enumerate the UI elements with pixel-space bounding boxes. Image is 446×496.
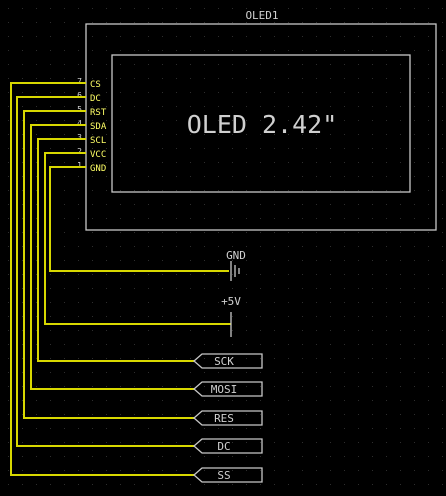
pin-number: 7 [77,77,82,86]
component-outline[interactable] [85,23,437,231]
wire-vcc-5v[interactable] [44,152,231,325]
pin-number: 3 [77,133,82,142]
pin-number: 5 [77,105,82,114]
wire-sda-mosi[interactable] [30,124,194,390]
grid-dots [8,8,443,485]
pin-name-vcc: VCC [90,150,106,160]
net-label-res[interactable]: RES [193,410,263,426]
pin-name-cs: CS [90,80,101,90]
pin-name-sda: SDA [90,122,107,132]
pin-name-dc: DC [90,94,101,104]
wire-gnd-gnd[interactable] [49,166,229,272]
component-refdes: OLED1 [245,9,278,22]
ground-symbol-icon[interactable] [230,261,240,281]
wire-dc-dc[interactable] [16,96,194,447]
net-label-ss[interactable]: SS [193,467,263,483]
wire-scl-sck[interactable] [37,138,194,362]
net-label-text: DC [217,440,230,453]
pin-name-gnd: GND [90,164,106,174]
pin-number: 6 [77,91,82,100]
wire-cs-ss[interactable] [10,82,194,476]
pin-name-scl: SCL [90,136,106,146]
gnd-label: GND [226,249,246,262]
net-label-sck[interactable]: SCK [193,353,263,369]
net-label-text: SCK [214,355,234,368]
vcc-label: +5V [221,295,241,308]
wire-rst-res[interactable] [23,110,194,419]
pin-number: 4 [77,119,82,128]
net-label-text: SS [217,469,230,482]
display-window [111,54,411,193]
component-value: OLED 2.42" [187,110,338,139]
net-label-dc[interactable]: DC [193,438,263,454]
pin-name-rst: RST [90,108,107,118]
net-label-text: RES [214,412,234,425]
pin-number: 1 [77,161,82,170]
net-label-mosi[interactable]: MOSI [193,381,263,397]
pin-number: 2 [77,147,82,156]
net-label-text: MOSI [211,383,238,396]
